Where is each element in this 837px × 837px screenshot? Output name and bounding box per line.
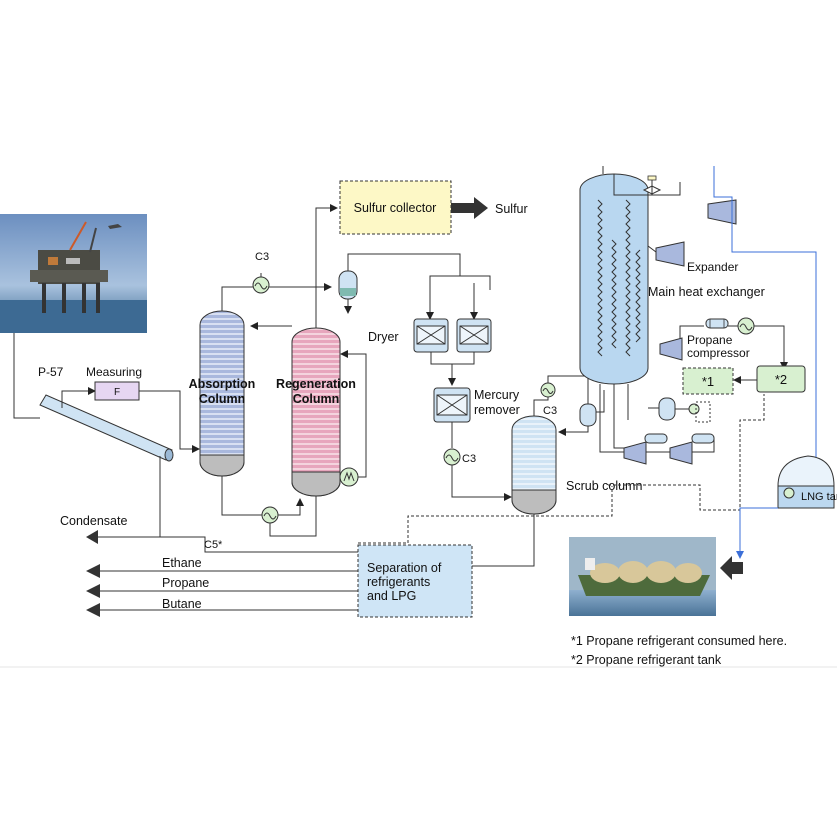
mr-compressor-1-icon — [623, 441, 647, 465]
lng-flash-drum — [658, 397, 676, 421]
p57-label: P-57 — [38, 365, 64, 379]
main-heat-exchanger — [579, 173, 649, 440]
absorption-label-1: Absorption — [189, 377, 256, 391]
butane-arrow — [86, 603, 358, 617]
platform-feed-line — [13, 333, 40, 419]
gas-to-measuring-line — [61, 387, 96, 408]
scrub-column — [511, 415, 557, 515]
dryer-vessel-2 — [456, 318, 492, 353]
c3-top-label: C3 — [255, 251, 269, 263]
loading-arrow — [720, 556, 743, 580]
absorption-column — [199, 310, 245, 477]
lng-product-line — [713, 166, 820, 482]
regeneration-label-1: Regeneration — [276, 377, 356, 391]
regeneration-column — [291, 327, 341, 497]
condensate-label: Condensate — [60, 514, 127, 528]
regeneration-label-2: Column — [293, 392, 340, 406]
expander-label: Expander — [687, 260, 738, 274]
scrub-bottoms-line — [472, 514, 535, 567]
expander-top-icon — [707, 199, 737, 225]
star1-label: *1 — [702, 374, 714, 389]
propane-compressor-label-2: compressor — [687, 346, 750, 360]
small-exchanger-2 — [691, 433, 715, 444]
regen-bottoms-line — [269, 496, 317, 537]
amine-to-regen-line — [278, 498, 304, 516]
refrigerant-dashed-line-1 — [358, 486, 613, 544]
rich-amine-line — [221, 476, 262, 516]
dryer-label: Dryer — [368, 330, 399, 344]
c3-scrub-label: C3 — [543, 405, 557, 417]
separation-label-2: refrigerants — [367, 575, 430, 589]
sulfur-collector-box — [339, 180, 452, 235]
ethane-arrow — [86, 564, 358, 578]
absorption-label-2: Column — [199, 392, 246, 406]
ethane-label: Ethane — [162, 556, 202, 570]
feed-to-scrub-line — [451, 465, 512, 501]
separation-label-3: and LPG — [367, 589, 416, 603]
propane-consumer-box — [682, 367, 734, 395]
condensate-line — [96, 536, 358, 553]
offshore-platform-image — [0, 214, 147, 333]
absorber-overhead-line — [221, 286, 253, 311]
main-heat-exchanger-label: Main heat exchanger — [648, 285, 765, 299]
jt-valve-icon — [642, 175, 662, 195]
separation-box — [357, 544, 473, 618]
measuring-label: Measuring — [86, 365, 142, 379]
slug-catcher-pipe — [39, 394, 174, 462]
propane-arrow — [86, 584, 358, 598]
sulfur-label: Sulfur — [495, 202, 528, 216]
mr-compressor-2-icon — [669, 441, 693, 465]
propane-compressor-label-1: Propane — [687, 333, 733, 347]
sulfur-collector-label: Sulfur collector — [354, 201, 437, 215]
lng-pump-icon — [688, 403, 700, 415]
separation-label-1: Separation of — [367, 561, 442, 575]
propane-compressor-icon — [659, 337, 683, 361]
regen-to-sulfur-line — [315, 204, 338, 328]
mercury-remover-label-1: Mercury — [474, 388, 520, 402]
reboiler-return-line — [340, 350, 367, 478]
c5-label: C5* — [204, 539, 223, 551]
propane-label: Propane — [162, 576, 209, 590]
butane-label: Butane — [162, 597, 202, 611]
mercury-remover — [433, 387, 471, 423]
star2-label: *2 — [775, 372, 787, 387]
expander-icon — [655, 241, 685, 267]
scrub-column-label: Scrub column — [566, 479, 642, 493]
lng-tank-pump-icon — [783, 487, 795, 499]
reflux-drum — [579, 403, 597, 427]
propane-cooler-icon — [705, 318, 729, 329]
footnote-1: *1 Propane refrigerant consumed here. — [571, 634, 787, 648]
lng-tank-label: LNG tank — [801, 491, 837, 503]
c3-mercury-label: C3 — [462, 453, 476, 465]
small-exchanger-1 — [644, 433, 668, 444]
propane-tank-box — [756, 365, 806, 393]
mercury-remover-label-2: remover — [474, 403, 520, 417]
footnote-2: *2 Propane refrigerant tank — [571, 653, 722, 667]
sulfur-arrow — [451, 197, 488, 219]
separator-overhead-line — [347, 253, 461, 276]
dryer-vessel-1 — [413, 318, 449, 353]
measuring-to-absorption-line — [139, 390, 200, 453]
separator-drum — [338, 270, 358, 300]
lng-loading-line — [736, 507, 778, 559]
reboiler-icon — [339, 467, 359, 487]
flow-meter-label: F — [114, 387, 120, 398]
lng-carrier-image — [569, 537, 716, 616]
